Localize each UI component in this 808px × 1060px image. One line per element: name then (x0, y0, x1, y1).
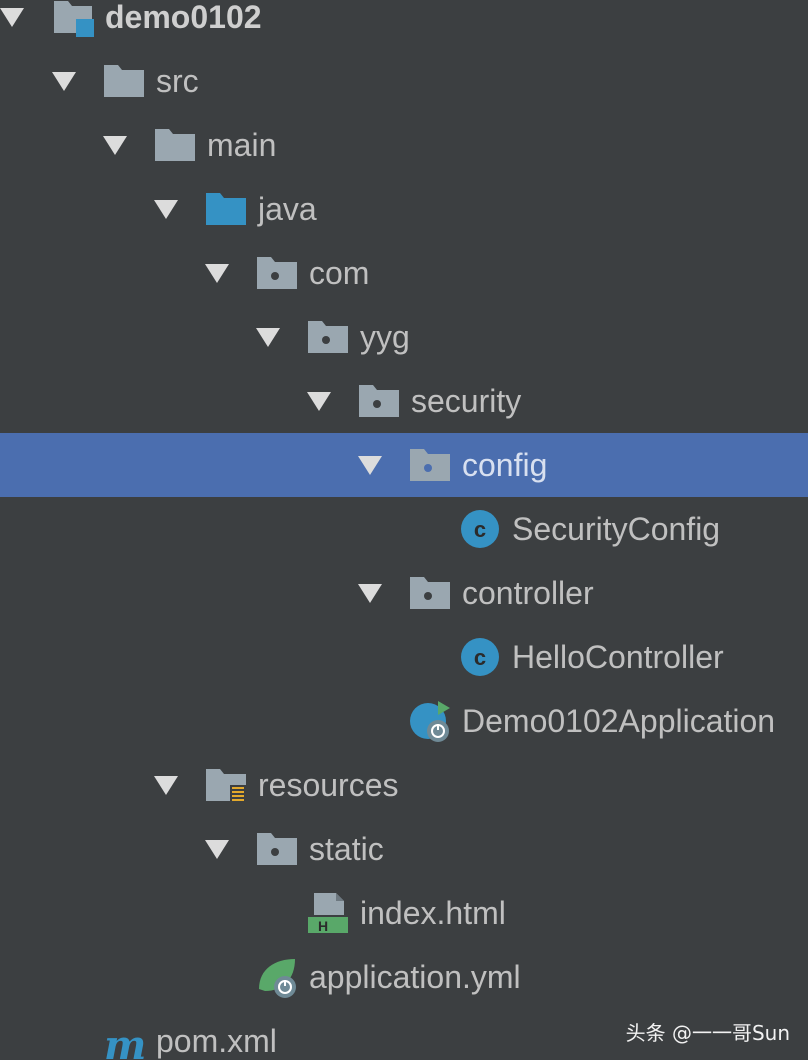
package-folder-icon (408, 571, 452, 615)
spring-boot-application-icon (408, 699, 452, 743)
svg-text:c: c (474, 517, 486, 542)
tree-row-application-yml[interactable]: application.yml (0, 945, 808, 1009)
java-class-icon: c (458, 635, 502, 679)
expand-arrow-icon[interactable] (205, 264, 229, 283)
tree-row-hellocontroller[interactable]: c HelloController (0, 625, 808, 689)
tree-row-main[interactable]: main (0, 113, 808, 177)
spring-yml-icon (255, 955, 299, 999)
tree-label: demo0102 (105, 0, 262, 35)
tree-label: SecurityConfig (512, 511, 721, 547)
tree-label: controller (462, 575, 594, 611)
expand-arrow-icon[interactable] (256, 328, 280, 347)
package-folder-icon (408, 443, 452, 487)
watermark: 头条 @一一哥Sun (625, 1021, 790, 1045)
tree-label: index.html (360, 895, 506, 931)
expand-arrow-icon[interactable] (358, 456, 382, 475)
tree-row-resources[interactable]: resources (0, 753, 808, 817)
tree-label: pom.xml (156, 1023, 277, 1059)
tree-label: config (462, 447, 548, 483)
tree-row-static[interactable]: static (0, 817, 808, 881)
tree-row-security[interactable]: security (0, 369, 808, 433)
package-folder-icon (255, 251, 299, 295)
expand-arrow-icon[interactable] (154, 200, 178, 219)
tree-label: static (309, 831, 384, 867)
tree-row-src[interactable]: src (0, 49, 808, 113)
tree-label: java (258, 191, 317, 227)
expand-arrow-icon[interactable] (0, 8, 24, 27)
tree-row-controller[interactable]: controller (0, 561, 808, 625)
package-folder-icon (357, 379, 401, 423)
folder-icon (153, 123, 197, 167)
tree-row-securityconfig[interactable]: c SecurityConfig (0, 497, 808, 561)
svg-text:H: H (318, 918, 328, 934)
expand-arrow-icon[interactable] (307, 392, 331, 411)
tree-row-com[interactable]: com (0, 241, 808, 305)
html-file-icon: H (306, 891, 350, 935)
expand-arrow-icon[interactable] (154, 776, 178, 795)
tree-label: HelloController (512, 639, 724, 675)
tree-label: yyg (360, 319, 410, 355)
expand-arrow-icon[interactable] (52, 72, 76, 91)
module-icon (52, 0, 96, 39)
tree-row-pom-xml[interactable]: m pom.xml (0, 1009, 808, 1060)
tree-row-demo0102[interactable]: demo0102 (0, 0, 808, 49)
tree-label: Demo0102Application (462, 703, 776, 739)
package-folder-icon (255, 827, 299, 871)
java-class-icon: c (458, 507, 502, 551)
resources-folder-icon (204, 763, 248, 807)
tree-row-java[interactable]: java (0, 177, 808, 241)
tree-label: security (411, 383, 522, 419)
tree-row-index-html[interactable]: H index.html (0, 881, 808, 945)
expand-arrow-icon[interactable] (205, 840, 229, 859)
expand-arrow-icon[interactable] (358, 584, 382, 603)
folder-icon (102, 59, 146, 103)
expand-arrow-icon[interactable] (103, 136, 127, 155)
tree-label: resources (258, 767, 399, 803)
source-root-folder-icon (204, 187, 248, 231)
tree-label: src (156, 63, 199, 99)
package-folder-icon (306, 315, 350, 359)
tree-label: main (207, 127, 277, 163)
tree-label: com (309, 255, 370, 291)
svg-text:c: c (474, 645, 486, 670)
svg-text:m: m (104, 1022, 146, 1060)
tree-row-config[interactable]: config (0, 433, 808, 497)
tree-row-demo0102application[interactable]: Demo0102Application (0, 689, 808, 753)
maven-icon: m (102, 1019, 146, 1060)
tree-row-yyg[interactable]: yyg (0, 305, 808, 369)
tree-label: application.yml (309, 959, 521, 995)
